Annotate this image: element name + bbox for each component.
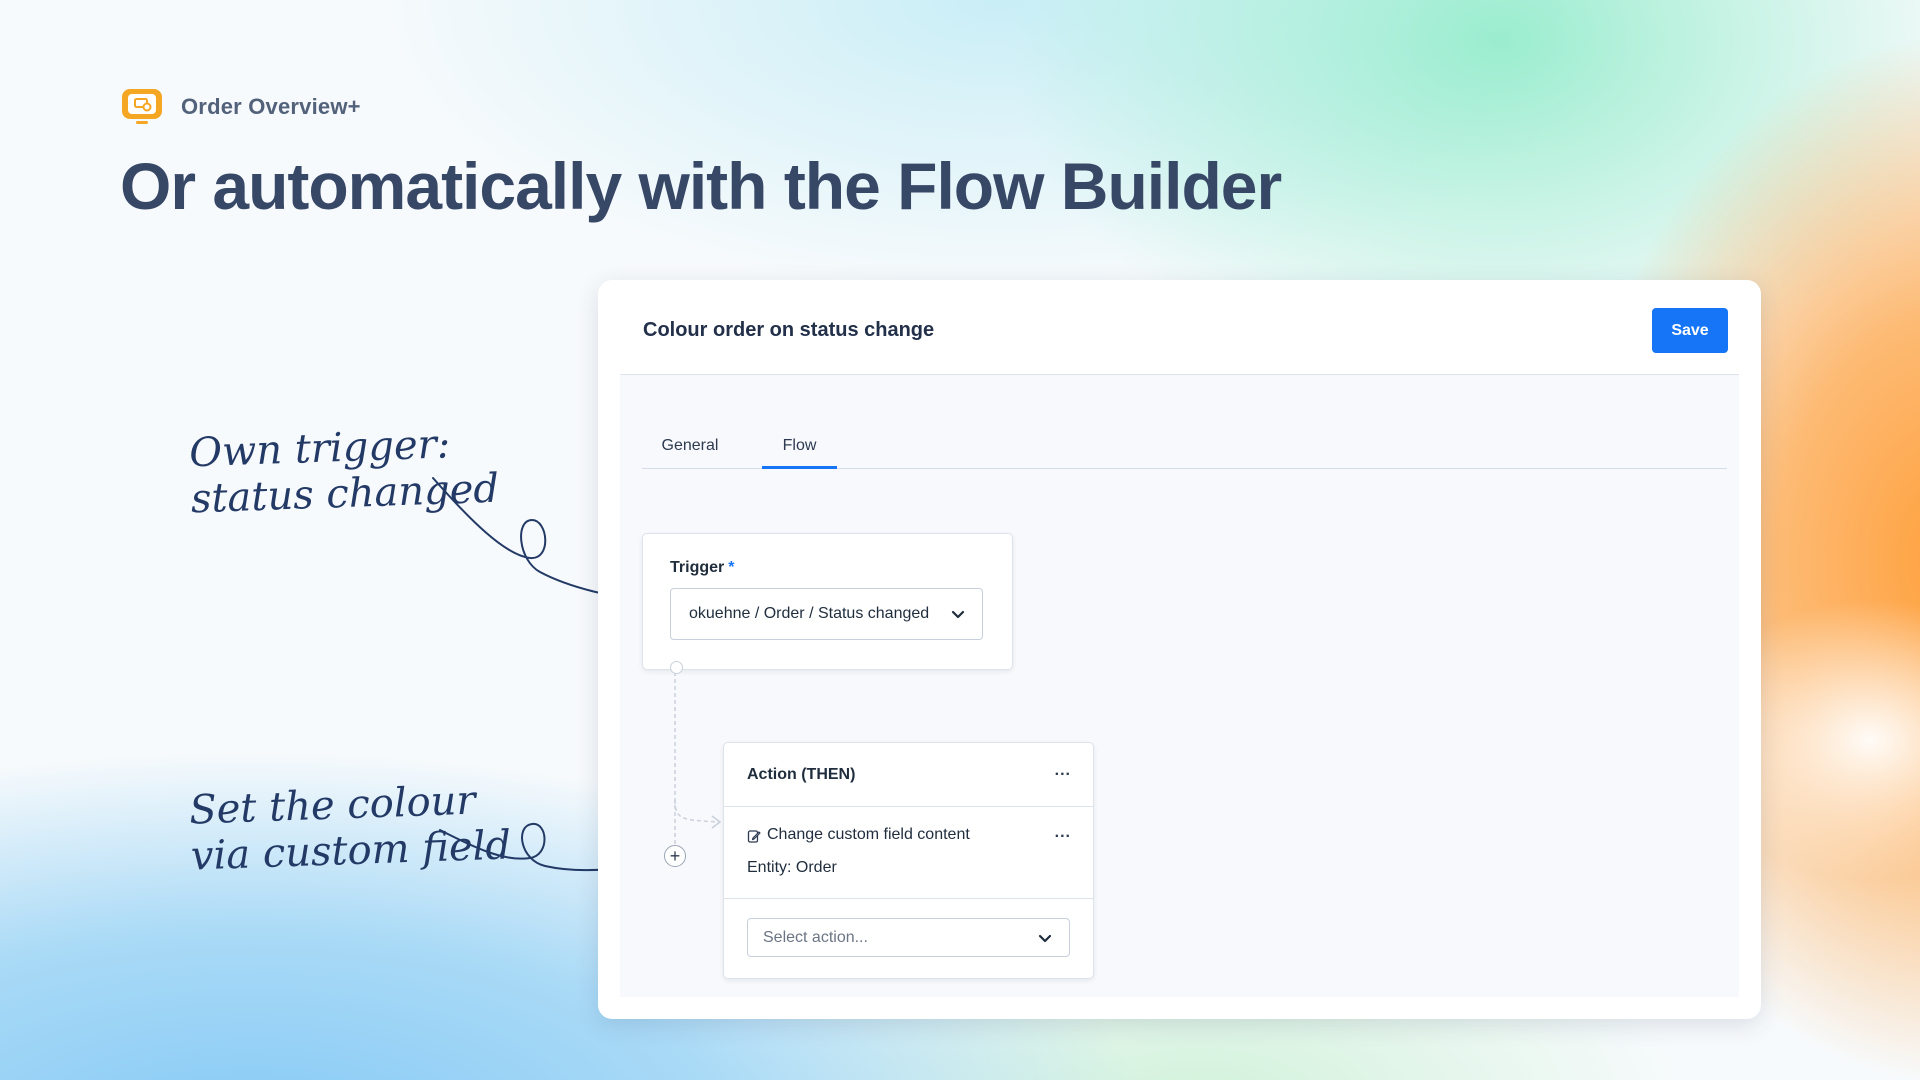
action-item-title: Change custom field content [767,826,970,843]
edit-icon [747,830,761,843]
flow-builder-panel: Colour order on status change Save Gener… [598,280,1761,1019]
action-item-menu-icon[interactable]: ... [1054,824,1071,841]
tab-flow[interactable]: Flow [762,425,837,469]
action-header: Action (THEN) ... [724,743,1093,807]
tab-bar: General Flow [642,425,1727,469]
add-step-button[interactable]: + [664,845,686,867]
trigger-annotation: Own trigger: status changed [188,420,500,523]
trigger-select-value: okuehne / Order / Status changed [689,605,930,622]
trigger-select[interactable]: okuehne / Order / Status changed [670,588,983,640]
tab-general[interactable]: General [661,436,719,454]
action-item-entity: Entity: Order [747,859,837,876]
action-item: Change custom field content ... Entity: … [724,807,1093,899]
brand-name: Order Overview+ [181,94,361,119]
chevron-down-icon [951,610,965,619]
connector-handle[interactable] [670,661,683,674]
action-card: Action (THEN) ... Change custom field co… [723,742,1094,979]
flow-canvas: General Flow Trigger* okuehne / Order / … [620,375,1739,997]
page-headline: Or automatically with the Flow Builder [120,149,1282,223]
brand: Order Overview+ [121,88,361,126]
save-button[interactable]: Save [1652,308,1728,353]
action-menu-icon[interactable]: ... [1054,762,1071,779]
flow-title: Colour order on status change [643,319,935,341]
action-annotation-line2: via custom field [190,822,512,880]
trigger-card: Trigger* okuehne / Order / Status change… [642,533,1013,670]
select-action-placeholder: Select action... [763,928,868,946]
flow-connector [674,672,722,847]
trigger-label: Trigger* [670,559,734,577]
trigger-annotation-line2: status changed [190,465,500,523]
required-marker: * [728,559,735,576]
monitor-icon [121,88,163,126]
header-divider [620,374,1739,375]
chevron-down-icon [1038,934,1052,942]
action-annotation: Set the colour via custom field [188,776,512,880]
trigger-label-text: Trigger [670,559,725,576]
select-action-dropdown[interactable]: Select action... [747,918,1070,957]
action-title: Action (THEN) [747,766,856,783]
